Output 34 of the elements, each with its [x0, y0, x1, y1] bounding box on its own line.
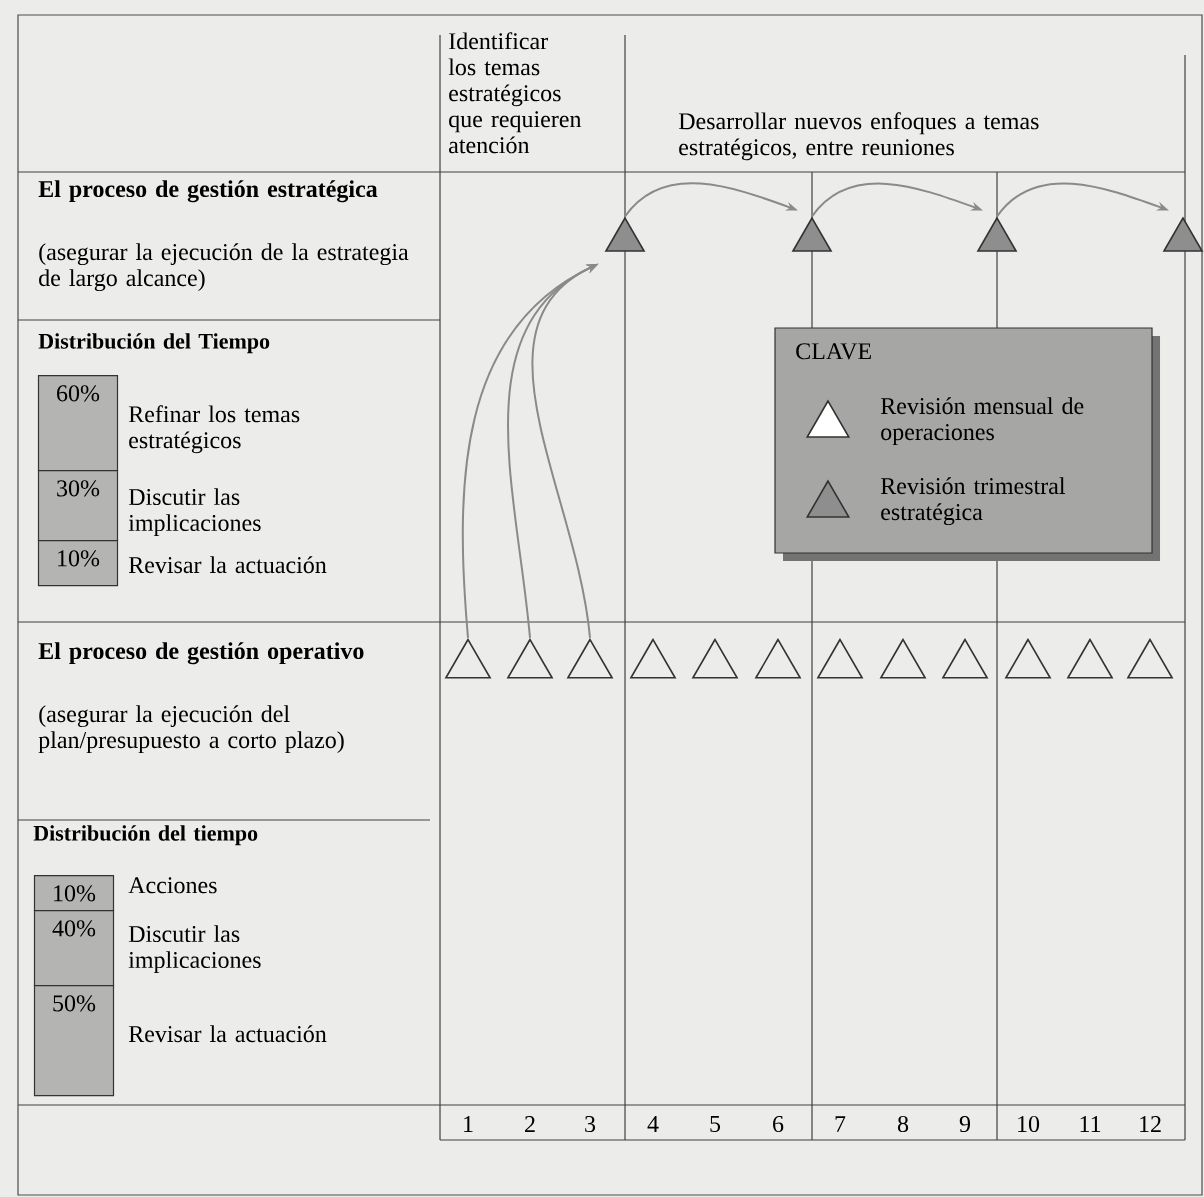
bar-label: Refinar los temas estratégicos [128, 405, 300, 454]
time-bar-segment: 10% [37, 540, 119, 587]
month-number: 12 [1140, 1116, 1161, 1132]
bar-label: Discutir las implicaciones [128, 488, 261, 536]
bar-label: Acciones [128, 877, 217, 894]
month-number: 7 [835, 1116, 846, 1132]
subheading: Distribución del Tiempo [38, 333, 270, 354]
time-bar-segment: 10% [33, 875, 115, 912]
month-number: 6 [773, 1115, 784, 1133]
bar-label: Discutir las implicaciones [128, 925, 261, 973]
time-bar-segment: 30% [37, 470, 119, 542]
legend-text: Revisión trimestral estratégica [880, 477, 1066, 526]
column-heading: Identificar los temas estratégicos que requieren atención [448, 32, 582, 154]
bar-label: Revisar la actuación [128, 1025, 327, 1043]
column-heading: Desarrollar nuevos enfoques a temas estratégicos, entre reuniones [678, 112, 1039, 161]
month-number: 9 [959, 1115, 970, 1133]
time-bar-segment: 50% [33, 985, 115, 1097]
legend-text: Revisión mensual de operaciones [880, 397, 1084, 445]
subheading: Distribución del tiempo [33, 825, 258, 846]
bar-label: Revisar la actuación [128, 556, 327, 574]
key-title: CLAVE [796, 343, 871, 360]
month-number: 11 [1080, 1116, 1101, 1132]
month-number: 4 [647, 1116, 659, 1132]
month-number: 5 [710, 1116, 721, 1132]
section-heading: El proceso de gestión estratégica [38, 180, 378, 203]
month-number: 10 [1018, 1115, 1040, 1133]
time-bar-segment: 60% [37, 375, 119, 472]
section-heading: El proceso de gestión operativo [38, 642, 364, 665]
month-number: 1 [464, 1116, 473, 1132]
month-number: 8 [897, 1115, 909, 1133]
section-subtitle: (asegurar la ejecución de la estrategia de largo alcance) [39, 243, 409, 292]
month-number: 3 [585, 1115, 596, 1133]
section-subtitle: (asegurar la ejecución del plan/presupuesto a corto plazo) [38, 705, 344, 753]
month-number: 2 [525, 1116, 535, 1132]
